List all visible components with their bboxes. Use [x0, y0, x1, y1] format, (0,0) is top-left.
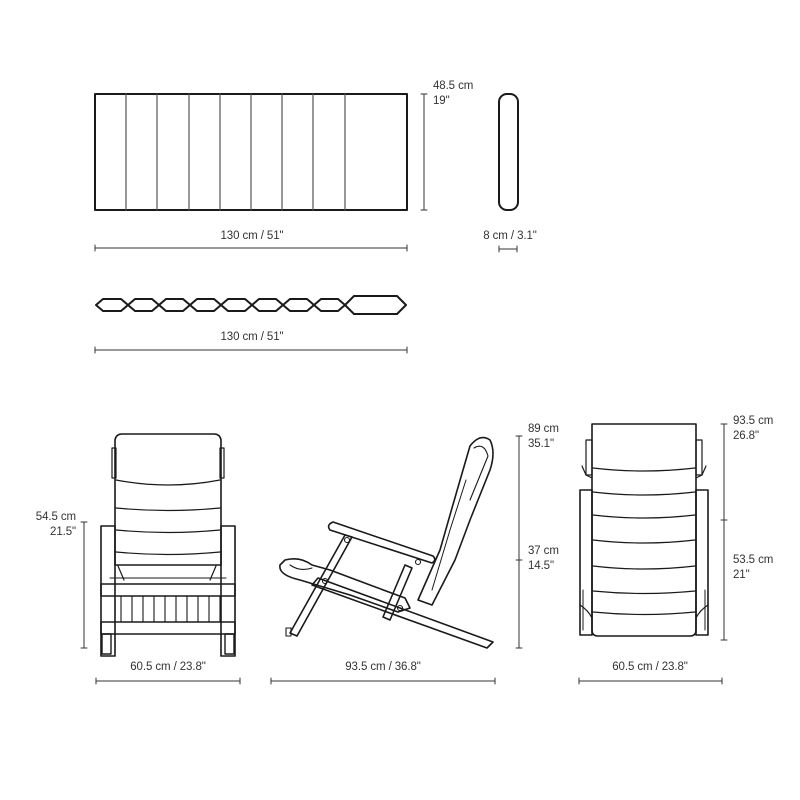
cushion-side-width-dimension: [94, 346, 408, 354]
back-width-label: 60.5 cm / 23.8": [612, 661, 688, 673]
side-depth-label: 93.5 cm / 36.8": [345, 661, 421, 673]
back-lower-height-in-label: 21": [733, 569, 750, 581]
cushion-side-view: [95, 295, 407, 315]
back-height-dimension: [720, 423, 728, 641]
chair-side-view: [279, 436, 494, 649]
cushion-width-label: 130 cm / 51": [220, 230, 284, 242]
side-seat-height-in-label: 14.5": [528, 560, 554, 572]
back-lower-height-cm-label: 53.5 cm: [733, 554, 774, 566]
cushion-thickness-label: 8 cm / 3.1": [483, 230, 537, 242]
cushion-depth-in-label: 19": [433, 95, 450, 107]
cushion-side-width-label: 130 cm / 51": [220, 331, 284, 343]
front-arm-height-in-label: 21.5": [50, 526, 76, 538]
back-total-height-in-label: 26.8": [733, 430, 759, 442]
side-height-dimension: [515, 435, 523, 649]
cushion-width-dimension: [94, 244, 408, 252]
front-width-label: 60.5 cm / 23.8": [130, 661, 206, 673]
side-depth-dimension: [270, 677, 496, 685]
chair-back-view: [579, 423, 709, 637]
cushion-depth-cm-label: 48.5 cm: [433, 80, 474, 92]
front-arm-height-cm-label: 54.5 cm: [35, 511, 76, 523]
chair-front-view: [100, 433, 236, 657]
cushion-end-view: [498, 93, 519, 211]
cushion-depth-dimension: [420, 93, 428, 211]
front-width-dimension: [95, 677, 241, 685]
cushion-thickness-dimension: [498, 245, 518, 253]
back-total-height-cm-label: 93.5 cm: [733, 415, 774, 427]
side-total-height-cm-label: 89 cm: [528, 423, 559, 435]
front-arm-height-dimension: [80, 521, 88, 649]
side-total-height-in-label: 35.1": [528, 438, 554, 450]
side-seat-height-cm-label: 37 cm: [528, 545, 559, 557]
back-width-dimension: [578, 677, 723, 685]
cushion-top-view: [94, 93, 408, 211]
